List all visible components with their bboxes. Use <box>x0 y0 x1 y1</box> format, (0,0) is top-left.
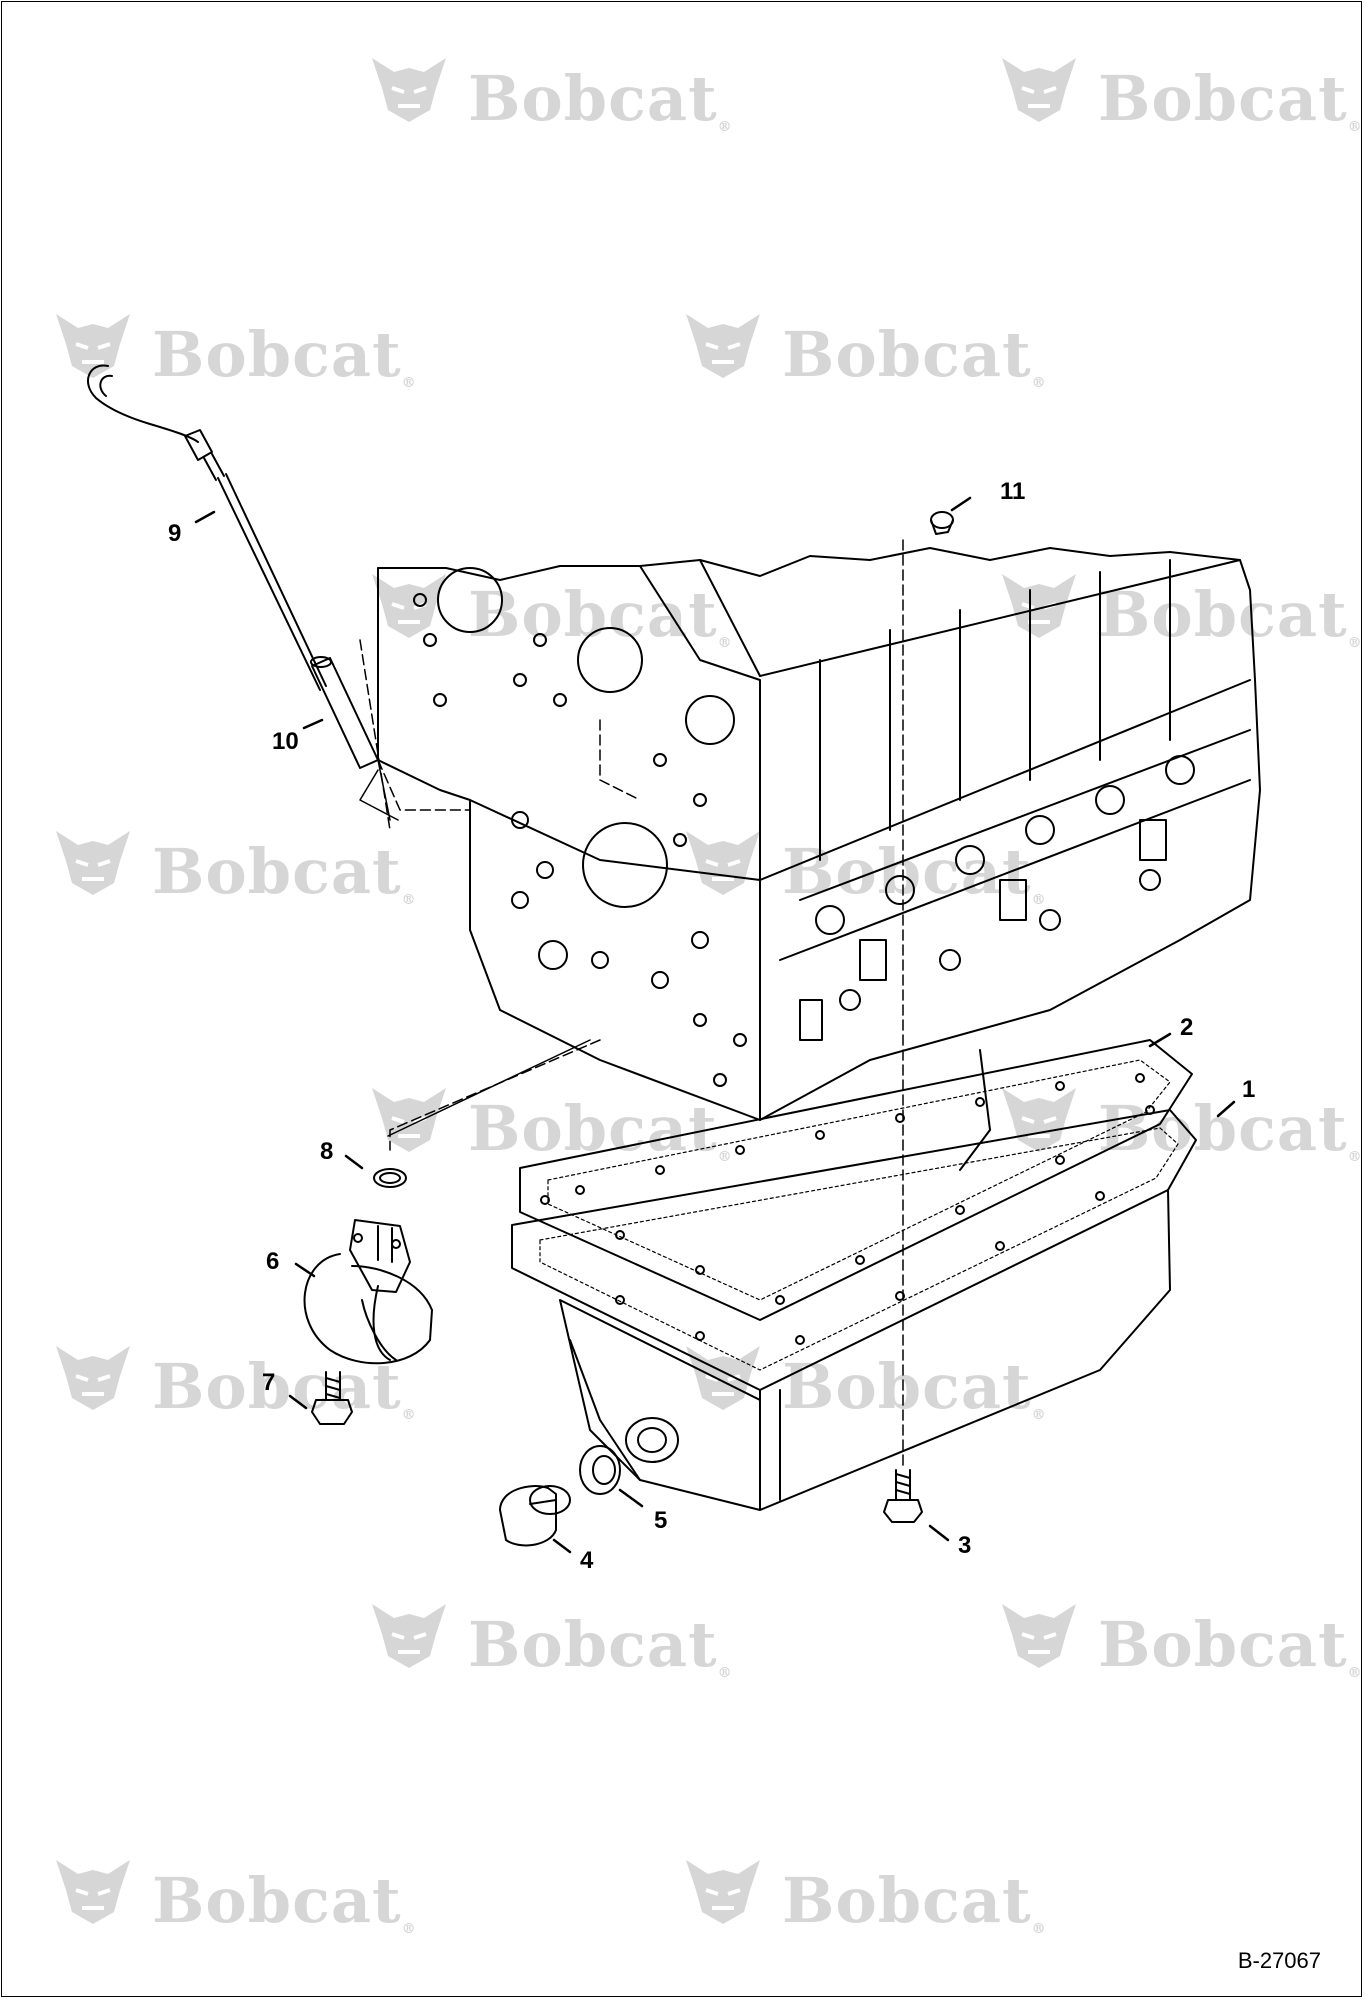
part-4-drain-plug <box>499 1485 571 1547</box>
callout-3: 3 <box>958 1532 972 1559</box>
callout-11: 11 <box>1000 478 1026 505</box>
watermark-text: Bobcat® <box>1098 62 1363 135</box>
watermark-text: Bobcat® <box>1098 578 1363 651</box>
engine-block <box>377 547 1261 1121</box>
part-10-guide-tube <box>310 656 379 769</box>
assembly-line <box>387 1039 591 1137</box>
document-number: B-27067 <box>1237 1948 1321 1973</box>
watermark-text: Bobcat® <box>468 1608 733 1681</box>
assembly-line <box>377 759 391 821</box>
watermark-text: Bobcat® <box>468 62 733 135</box>
part-7-bolt <box>311 1371 353 1425</box>
callout-9: 9 <box>168 520 182 547</box>
watermark-text: Bobcat® <box>152 318 417 391</box>
callout-8: 8 <box>320 1138 334 1165</box>
callout-10: 10 <box>272 728 299 755</box>
leader-lines <box>194 496 1236 1554</box>
part-8-o-ring <box>373 1168 407 1188</box>
callout-7: 7 <box>262 1369 276 1396</box>
part-5-washer <box>579 1445 621 1495</box>
watermark-text: Bobcat® <box>782 835 1047 908</box>
watermark-text: Bobcat® <box>782 1864 1047 1937</box>
watermark-text: Bobcat® <box>782 1350 1047 1423</box>
callout-2: 2 <box>1180 1014 1194 1041</box>
callout-4: 4 <box>580 1547 594 1574</box>
part-1-oil-pan <box>511 1049 1197 1511</box>
part-2-gasket <box>519 1039 1193 1321</box>
watermark-text: Bobcat® <box>152 1864 417 1937</box>
watermark-text: Bobcat® <box>152 835 417 908</box>
watermark-text: Bobcat® <box>468 578 733 651</box>
part-11-plug <box>930 511 954 535</box>
watermark-text: Bobcat® <box>782 318 1047 391</box>
watermark-text: Bobcat® <box>1098 1092 1363 1165</box>
part-6-strainer <box>303 1219 433 1365</box>
watermark-text: Bobcat® <box>152 1350 417 1423</box>
part-9-dipstick <box>87 364 327 691</box>
assembly-line <box>359 769 399 821</box>
callout-1: 1 <box>1242 1076 1256 1103</box>
watermark-text: Bobcat® <box>1098 1608 1363 1681</box>
callout-6: 6 <box>266 1248 280 1275</box>
part-3-bolt <box>883 1469 923 1523</box>
callout-5: 5 <box>654 1507 668 1534</box>
